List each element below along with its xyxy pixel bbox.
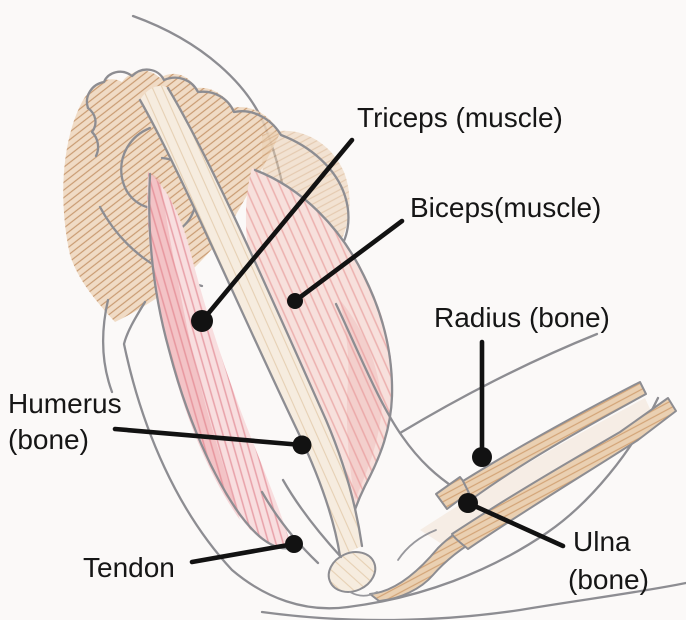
annotation-humerus: Humerus (bone) bbox=[8, 388, 312, 455]
triceps-muscle-shape bbox=[147, 172, 292, 549]
triceps-label: Triceps (muscle) bbox=[357, 102, 563, 133]
ulna-leader-line bbox=[465, 500, 566, 549]
triceps-deep-shading bbox=[149, 172, 240, 520]
humerus-left-edge bbox=[138, 98, 342, 558]
tendon-label: Tendon bbox=[83, 552, 175, 583]
tendon-line-outer bbox=[260, 490, 320, 565]
ulna-shaft bbox=[451, 397, 677, 550]
radius-label: Radius (bone) bbox=[434, 302, 610, 333]
biceps-leader-line bbox=[292, 218, 405, 304]
humerus-elbow-knob bbox=[327, 551, 377, 593]
annotation-triceps: Triceps (muscle) bbox=[191, 102, 563, 332]
biceps-marker-dot bbox=[287, 293, 303, 309]
biceps-label: Biceps(muscle) bbox=[410, 192, 601, 223]
humerus-right-edge bbox=[166, 86, 364, 548]
triceps-outline bbox=[148, 172, 293, 550]
shoulder-outline bbox=[85, 68, 350, 256]
elbow-joint-line bbox=[397, 529, 437, 561]
humerus-label-line2: (bone) bbox=[8, 424, 89, 455]
forearm-soft-tissue bbox=[420, 398, 655, 548]
forearm-top-skin bbox=[398, 332, 599, 435]
radius-shaft bbox=[462, 381, 647, 500]
left-skin-contour-long bbox=[122, 300, 350, 610]
biceps-outline bbox=[253, 168, 394, 548]
ulna-marker-dot bbox=[458, 493, 478, 513]
forearm-underside-skin bbox=[346, 396, 660, 609]
humerus-marker-dot bbox=[292, 435, 312, 455]
biceps-shading bbox=[340, 300, 382, 500]
annotation-ulna: Ulna (bone) bbox=[458, 493, 649, 595]
tendon-marker-dot bbox=[285, 535, 303, 553]
annotations: Triceps (muscle) Biceps(muscle) Radius (… bbox=[8, 102, 649, 595]
ulna-label-line2: (bone) bbox=[568, 564, 649, 595]
humerus-leader-line bbox=[112, 426, 305, 448]
arm-right-skin-edge bbox=[334, 302, 458, 491]
radius-marker-dot bbox=[472, 447, 492, 467]
left-skin-contour-short bbox=[101, 298, 114, 394]
humeral-head-hook bbox=[120, 126, 162, 210]
tendon-leader-line bbox=[189, 541, 297, 565]
shoulder-notch-line bbox=[86, 106, 100, 158]
tendon-line-inner bbox=[281, 478, 343, 559]
shoulder-muscle-shading bbox=[63, 70, 280, 322]
annotation-tendon: Tendon bbox=[83, 535, 303, 583]
triceps-marker-dot bbox=[191, 310, 213, 332]
elbow-tip-line bbox=[349, 591, 378, 597]
ulna-label-line1: Ulna bbox=[573, 526, 631, 557]
humerus-label-line1: Humerus bbox=[8, 388, 122, 419]
triceps-leader-line bbox=[199, 137, 355, 324]
annotation-biceps: Biceps(muscle) bbox=[287, 192, 601, 309]
body-bottom-contour bbox=[260, 581, 686, 620]
annotation-radius: Radius (bone) bbox=[434, 302, 610, 467]
